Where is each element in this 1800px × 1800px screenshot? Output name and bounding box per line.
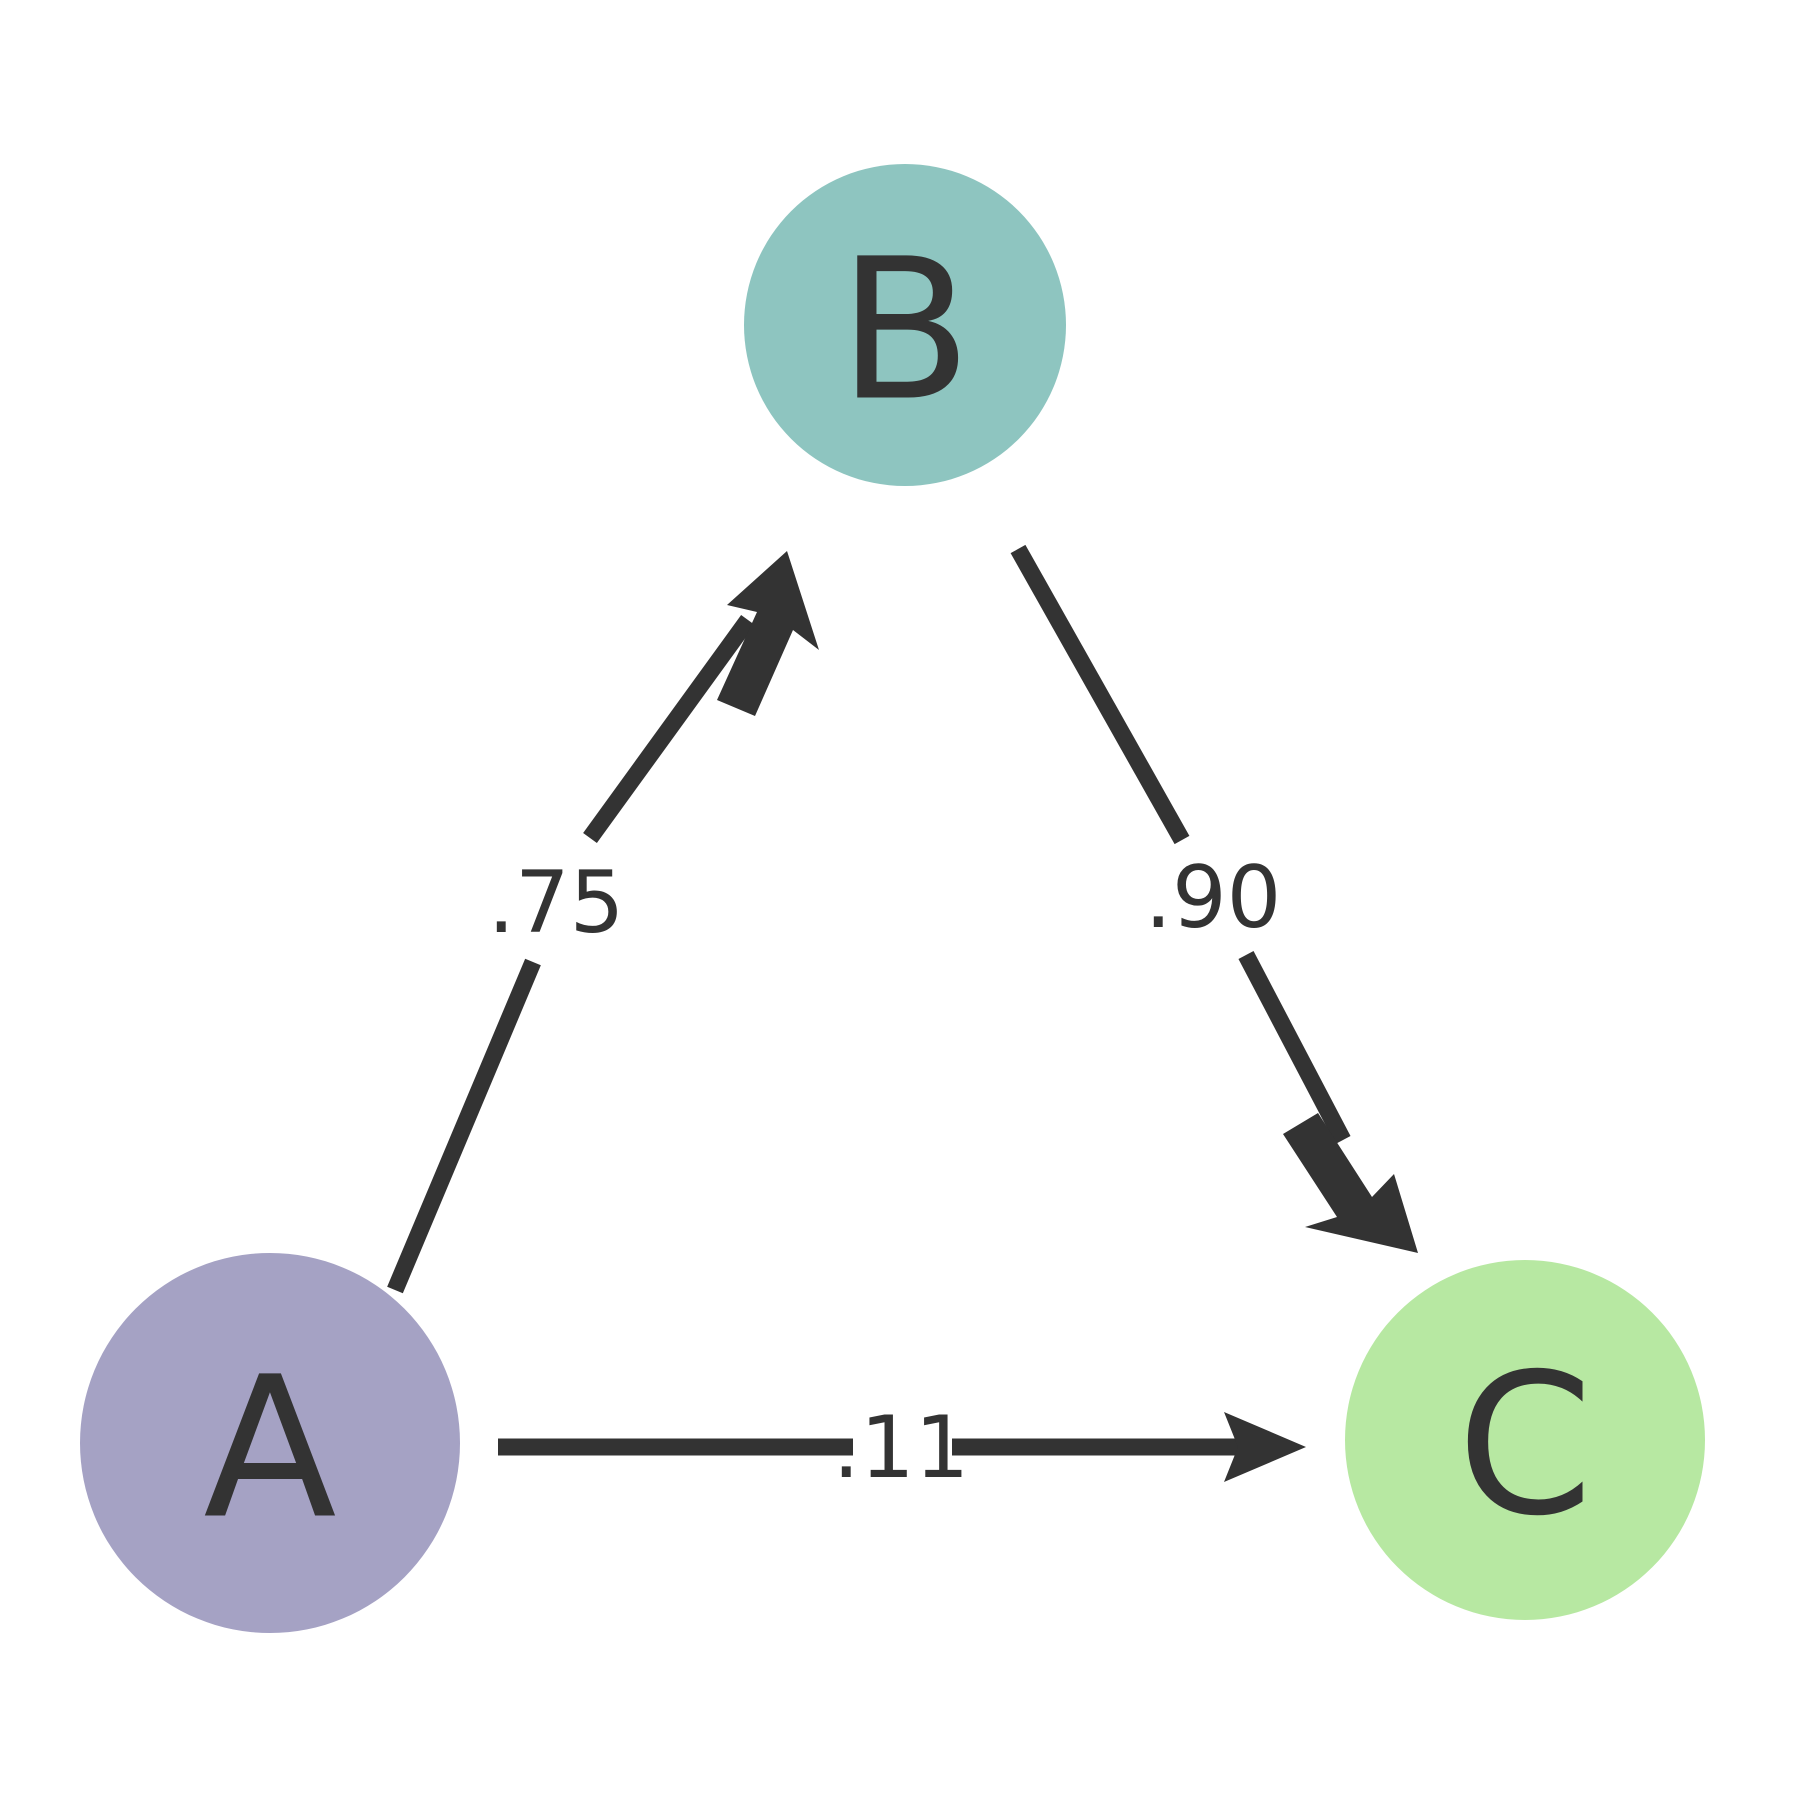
node-b[interactable]: B bbox=[744, 164, 1066, 486]
edge-a-to-c[interactable] bbox=[498, 1412, 1306, 1482]
edge-label-a-to-c: .11 bbox=[833, 1398, 970, 1498]
edge-b-to-c-line-upper bbox=[1010, 544, 1190, 845]
node-a-circle[interactable] bbox=[80, 1253, 460, 1633]
edge-a-to-c-arrowhead bbox=[1224, 1412, 1306, 1482]
edge-a-to-b-arrowhead bbox=[717, 551, 819, 716]
node-c[interactable]: C bbox=[1345, 1260, 1705, 1620]
edge-b-to-c[interactable] bbox=[1010, 544, 1418, 1253]
node-a-label: A bbox=[203, 1335, 336, 1562]
edge-label-a-to-b: .75 bbox=[488, 853, 625, 953]
node-c-label: C bbox=[1457, 1332, 1593, 1559]
node-a[interactable]: A bbox=[80, 1253, 460, 1633]
edge-a-to-b-line-lower bbox=[387, 958, 541, 1294]
edge-b-to-c-line-lower bbox=[1238, 951, 1351, 1144]
edge-b-to-c-arrowhead bbox=[1283, 1113, 1418, 1253]
edge-a-to-b[interactable] bbox=[387, 551, 819, 1294]
edge-a-to-b-line-upper bbox=[583, 615, 755, 843]
node-b-label: B bbox=[838, 217, 972, 444]
node-c-circle[interactable] bbox=[1345, 1260, 1705, 1620]
edge-label-b-to-c: .90 bbox=[1145, 848, 1282, 948]
node-b-circle[interactable] bbox=[744, 164, 1066, 486]
